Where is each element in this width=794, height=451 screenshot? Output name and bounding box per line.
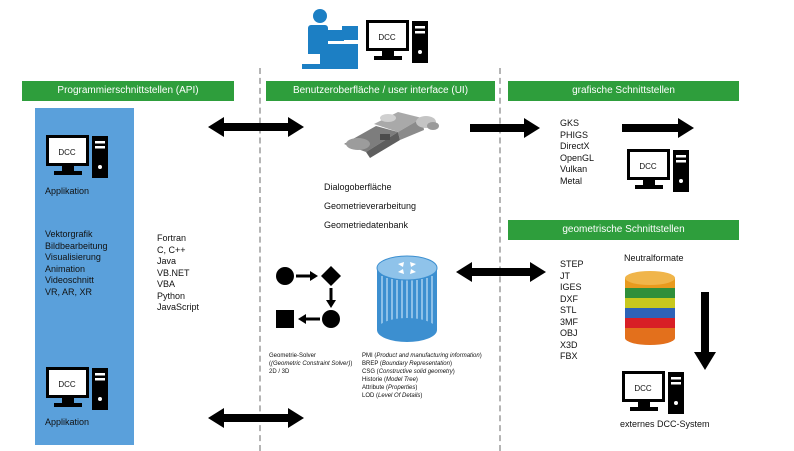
use-case-item: Videoschnitt xyxy=(45,275,94,285)
graphic-api-item: DirectX xyxy=(560,141,590,151)
arrow-to-graphic-apis xyxy=(470,118,540,138)
dcc-computer-icon xyxy=(366,20,428,63)
double-arrow-api-bottom xyxy=(208,408,304,428)
db-item-abbr: Historie xyxy=(362,377,383,383)
header-geometric: geometrische Schnittstellen xyxy=(508,220,739,240)
use-cases-list: Vektorgrafik Bildbearbeitung Visualisier… xyxy=(45,228,108,297)
external-dcc-label: DCC xyxy=(634,384,652,393)
db-item-desc: Product and manufacturing information xyxy=(376,353,480,359)
use-case-item: Vektorgrafik xyxy=(45,229,93,239)
language-item: JavaScript xyxy=(157,302,200,312)
languages-list: Fortran C, C++ Java VB.NET VBA Python Ja… xyxy=(157,232,199,313)
header-graphic: grafische Schnittstellen xyxy=(508,81,739,101)
dcc-computer-icon xyxy=(627,149,689,192)
header-ui: Benutzeroberfläche / user interface (UI) xyxy=(266,81,495,101)
language-item: C, C++ xyxy=(157,244,186,255)
format-item: IGES xyxy=(560,282,582,292)
solver-title: Geometrie-Solver xyxy=(269,353,317,359)
use-case-item: Bildbearbeitung xyxy=(45,240,108,251)
language-item: Fortran xyxy=(157,233,187,243)
constraint-solver-diagram xyxy=(276,266,341,328)
db-item-desc: Constructive solid geometry xyxy=(378,369,453,375)
database-items: PMI (Product and manufacturing informati… xyxy=(362,352,482,400)
db-item-abbr: CSG xyxy=(362,369,376,375)
panel-app-label-bottom: Applikation xyxy=(45,417,90,427)
format-item: JT xyxy=(560,270,570,281)
geometry-database-icon xyxy=(376,255,438,342)
language-item: Java xyxy=(157,256,177,266)
format-item: 3MF xyxy=(560,316,578,327)
language-item: Python xyxy=(157,290,186,301)
format-item: STL xyxy=(560,305,577,315)
ui-item-dialog: Dialogoberfläche xyxy=(324,182,392,192)
ui-item-geometry-processing: Geometrieverarbeitung xyxy=(324,201,417,211)
panel-app-label-top: Applikation xyxy=(45,186,90,196)
graphic-api-item: OpenGL xyxy=(560,152,595,163)
formats-list: STEP JT IGES DXF STL 3MF OBJ X3D FBX xyxy=(560,258,584,362)
solver-dimension: 2D / 3D xyxy=(269,369,290,375)
use-case-item: Animation xyxy=(45,263,86,274)
user-at-desk-icon xyxy=(302,9,358,69)
panel-dcc-label-top: DCC xyxy=(58,148,76,157)
arrow-to-graphic-dcc xyxy=(622,118,694,138)
graphic-api-list: GKS PHIGS DirectX OpenGL Vulkan Metal xyxy=(560,117,594,186)
dcc-computer-icon xyxy=(46,367,108,410)
db-item: Attribute (Properties) xyxy=(362,385,418,391)
dcc-computer-icon xyxy=(46,135,108,178)
db-item-desc: Level Of Details xyxy=(378,393,421,399)
use-case-item: VR, AR, XR xyxy=(45,286,93,297)
db-item: CSG (Constructive solid geometry) xyxy=(362,369,455,375)
separator-left xyxy=(259,68,261,451)
db-item-desc: Properties xyxy=(388,385,416,391)
solver-paren-text: (Geometric Constraint Solver) xyxy=(271,361,351,367)
db-item-abbr: LOD xyxy=(362,393,375,399)
ui-item-geometry-database: Geometriedatenbank xyxy=(324,220,409,230)
format-item: OBJ xyxy=(560,328,578,338)
language-item: VB.NET xyxy=(157,267,190,278)
db-item: PMI (Product and manufacturing informati… xyxy=(362,353,482,359)
graphic-dcc-label: DCC xyxy=(639,162,657,171)
dcc-computer-icon xyxy=(622,371,684,414)
arrow-to-external-dcc xyxy=(694,292,716,370)
graphic-api-item: PHIGS xyxy=(560,129,589,140)
db-item: BREP (Boundary Representation) xyxy=(362,361,452,367)
neutral-formats-stack-icon xyxy=(625,271,675,345)
db-item-abbr: PMI xyxy=(362,353,373,359)
graphic-api-item: GKS xyxy=(560,118,580,128)
solver-subtitle: ((Geometric Constraint Solver)) xyxy=(269,361,353,367)
db-item-abbr: Attribute xyxy=(362,385,385,391)
format-item: STEP xyxy=(560,259,584,269)
separator-right xyxy=(499,68,501,451)
db-item-desc: Boundary Representation xyxy=(381,361,450,367)
neutral-formats-label: Neutralformate xyxy=(624,253,684,263)
header-api: Programmierschnittstellen (API) xyxy=(22,81,234,101)
graphic-api-item: Metal xyxy=(560,175,583,186)
use-case-item: Visualisierung xyxy=(45,252,101,262)
db-item: LOD (Level Of Details) xyxy=(362,393,423,399)
db-item-abbr: BREP xyxy=(362,361,379,367)
language-item: VBA xyxy=(157,279,176,289)
format-item: FBX xyxy=(560,351,578,361)
double-arrow-api-top xyxy=(208,117,304,137)
external-dcc-system-label: externes DCC-System xyxy=(620,419,710,429)
double-arrow-database xyxy=(456,262,546,282)
cad-model-image xyxy=(344,112,439,158)
db-item-desc: Model Tree xyxy=(386,377,416,383)
dcc-label: DCC xyxy=(378,33,396,42)
format-item: DXF xyxy=(560,293,578,304)
db-item: Historie (Model Tree) xyxy=(362,377,418,383)
graphic-api-item: Vulkan xyxy=(560,164,588,174)
format-item: X3D xyxy=(560,339,578,350)
panel-dcc-label-bottom: DCC xyxy=(58,380,76,389)
